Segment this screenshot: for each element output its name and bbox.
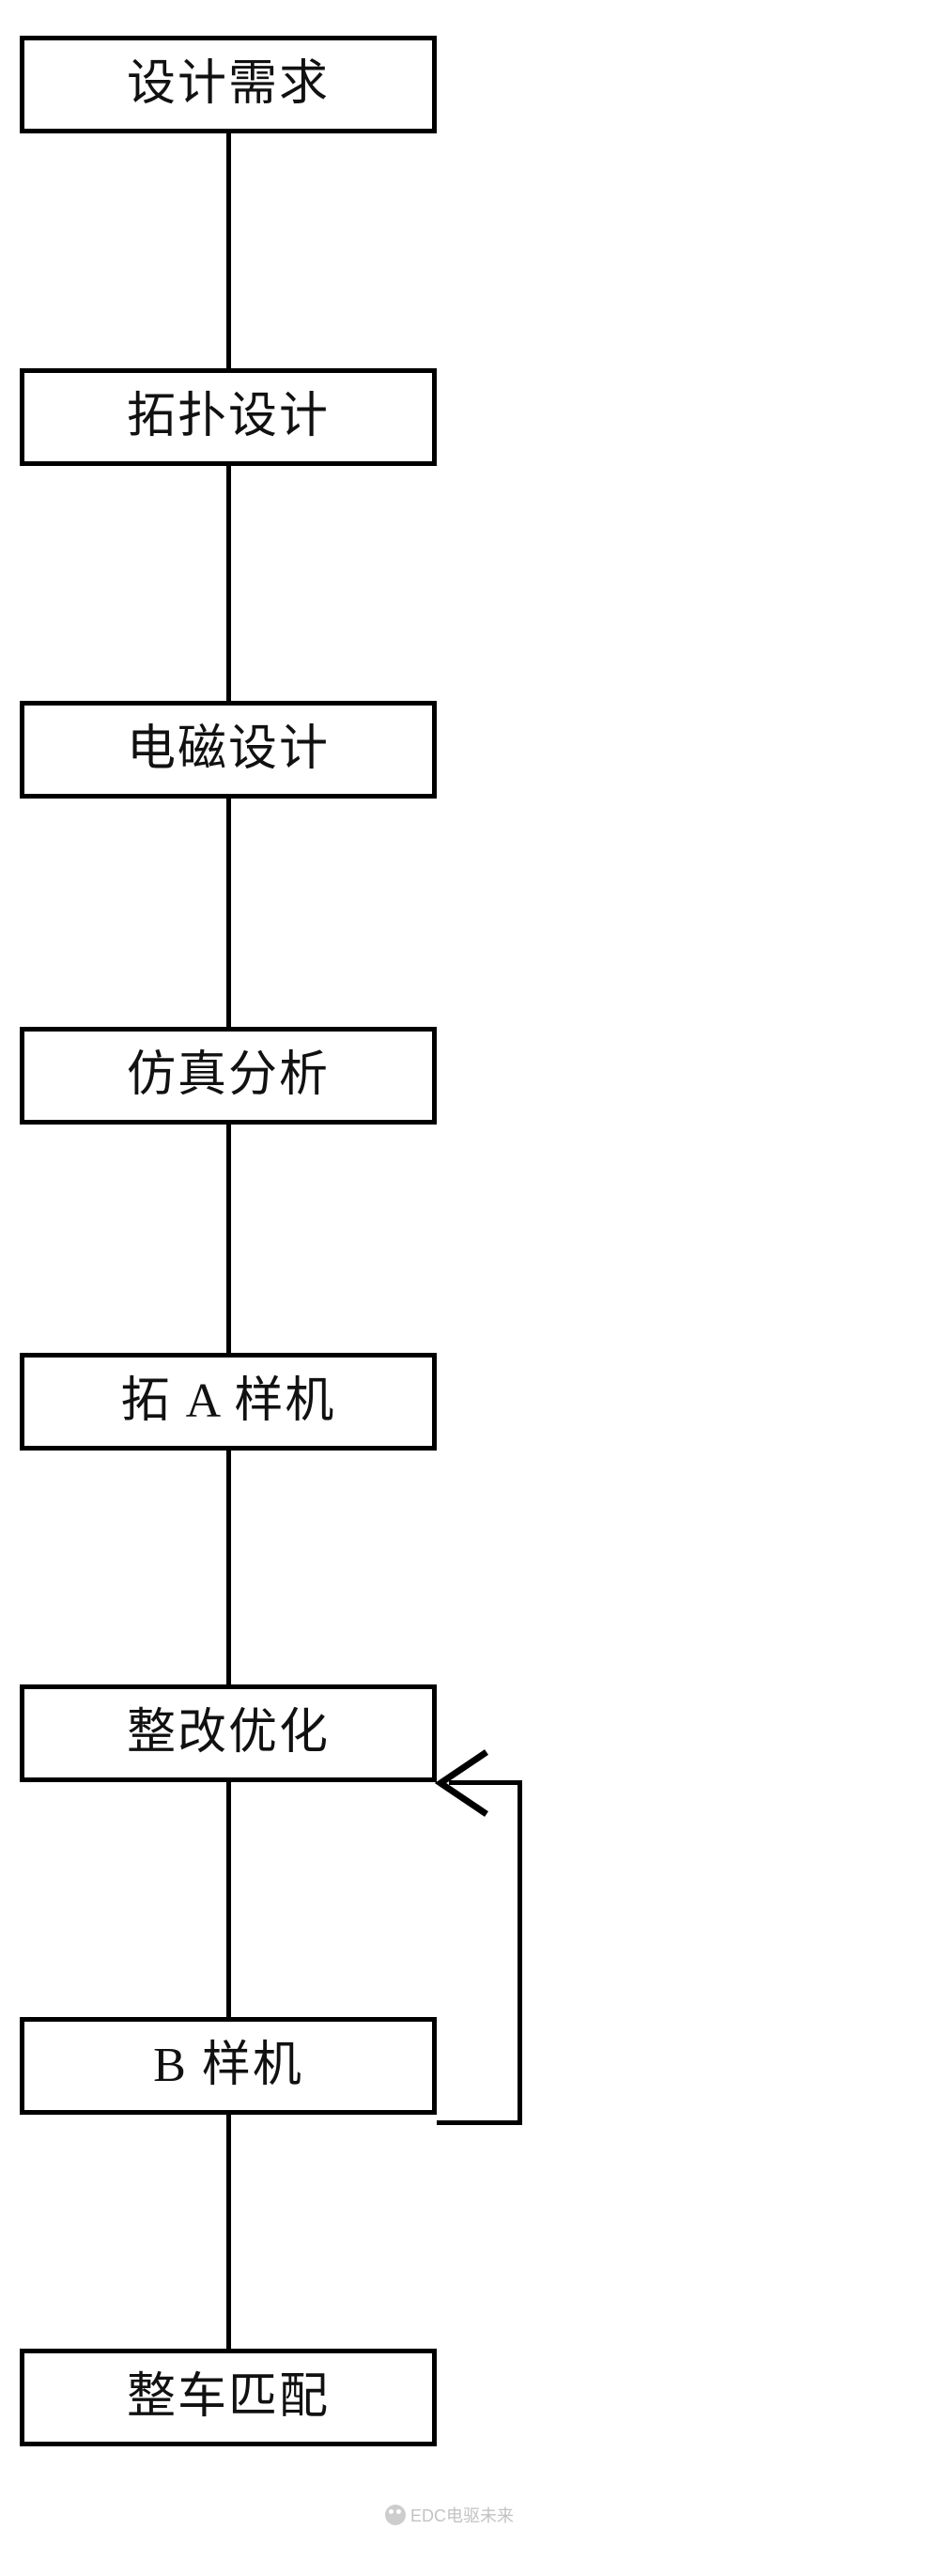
connector-topology-design-to-electromagnetic-design: [226, 466, 231, 701]
connector-prototype-a-to-rectify-optimize: [226, 1451, 231, 1684]
node-label: 整改优化: [126, 1706, 330, 1760]
node-prototype-a[interactable]: 拓 A 样机: [20, 1353, 437, 1451]
feedback-loop-bottom-segment: [437, 2120, 522, 2125]
node-vehicle-matching[interactable]: 整车匹配: [20, 2349, 437, 2446]
connector-electromagnetic-design-to-simulation-analysis: [226, 799, 231, 1027]
node-simulation-analysis[interactable]: 仿真分析: [20, 1027, 437, 1125]
connector-prototype-b-to-vehicle-matching: [226, 2115, 231, 2349]
node-label: 拓扑设计: [126, 390, 330, 443]
node-design-requirements[interactable]: 设计需求: [20, 36, 437, 133]
connector-design-requirements-to-topology-design: [226, 133, 231, 368]
node-label: 拓 A 样机: [120, 1374, 336, 1428]
node-label: B 样机: [153, 2039, 303, 2092]
connector-rectify-optimize-to-prototype-b: [226, 1782, 231, 2017]
feedback-loop-top-segment: [449, 1780, 522, 1785]
node-label: 电磁设计: [126, 722, 330, 776]
watermark-text: EDC电驱未来: [410, 2506, 515, 2525]
node-prototype-b[interactable]: B 样机: [20, 2017, 437, 2115]
node-label: 整车匹配: [126, 2370, 330, 2424]
connector-simulation-analysis-to-prototype-a: [226, 1125, 231, 1353]
feedback-loop-vertical-segment: [518, 1780, 522, 2125]
node-electromagnetic-design[interactable]: 电磁设计: [20, 701, 437, 799]
node-label: 设计需求: [126, 57, 330, 111]
node-label: 仿真分析: [126, 1048, 330, 1102]
wechat-logo-icon: [385, 2505, 406, 2525]
watermark: EDC电驱未来: [385, 2503, 514, 2527]
node-topology-design[interactable]: 拓扑设计: [20, 368, 437, 466]
node-rectify-optimize[interactable]: 整改优化: [20, 1684, 437, 1782]
